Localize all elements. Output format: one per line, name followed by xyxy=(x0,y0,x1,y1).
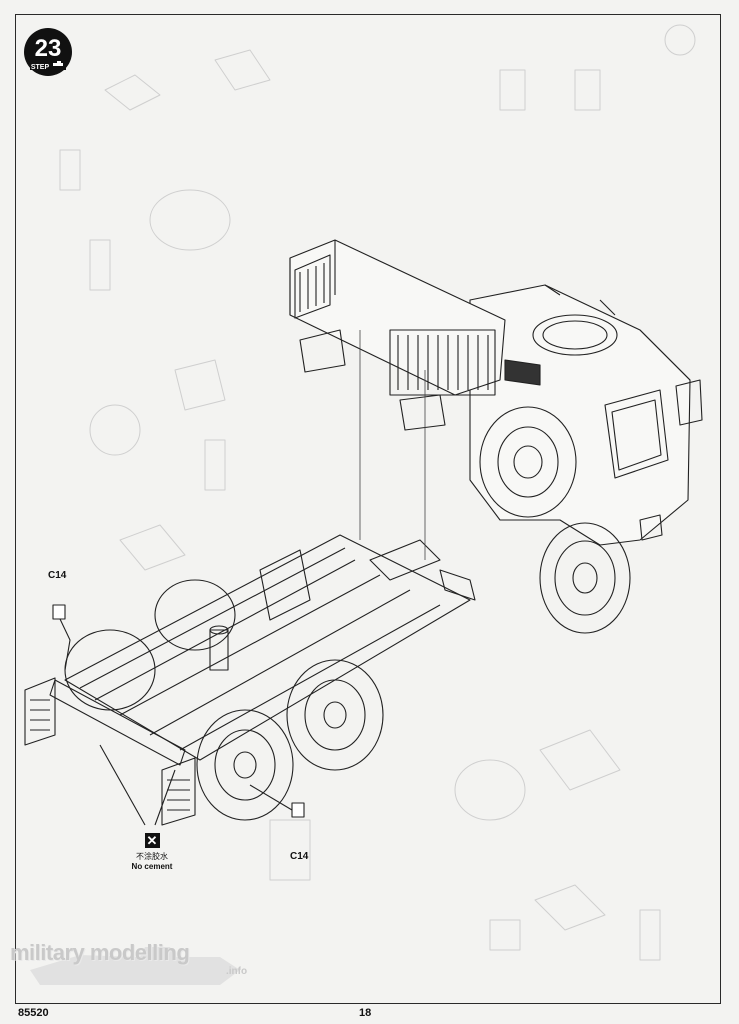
no-cement-chinese: 不涂胶水 xyxy=(136,852,168,861)
stowage-racks xyxy=(289,239,541,431)
part-c14-bottom xyxy=(249,784,305,818)
rear-wheels xyxy=(64,579,384,821)
no-cement-icon: ✕ xyxy=(144,833,160,848)
cab xyxy=(469,284,703,546)
step-label: STEP xyxy=(31,64,50,71)
page-number: 18 xyxy=(359,1007,372,1019)
watermark-tank-icon xyxy=(30,947,240,985)
ghost-parts xyxy=(59,24,696,961)
tank-icon xyxy=(53,61,63,66)
no-cement-english: No cement xyxy=(131,862,173,871)
step-badge: 23 STEP xyxy=(24,28,72,76)
part-label-c14-top: C14 xyxy=(48,570,67,581)
guide-lines xyxy=(359,330,426,560)
spare-wheel xyxy=(479,406,577,518)
kit-number: 85520 xyxy=(18,1007,49,1019)
part-label-c14-bottom: C14 xyxy=(290,851,309,862)
step-number: 23 xyxy=(35,35,62,62)
mud-flaps xyxy=(24,677,196,826)
no-cement-leader xyxy=(99,744,176,826)
part-c14-top xyxy=(52,604,71,671)
page-frame xyxy=(15,14,721,1004)
chassis xyxy=(64,534,476,761)
rear-bumper xyxy=(49,679,186,766)
front-wheel xyxy=(539,522,631,634)
watermark-suffix: .info xyxy=(226,966,248,977)
watermark-brand: military modelling xyxy=(10,940,190,965)
no-cement-note: ✕ 不涂胶水 No cement xyxy=(116,833,188,871)
